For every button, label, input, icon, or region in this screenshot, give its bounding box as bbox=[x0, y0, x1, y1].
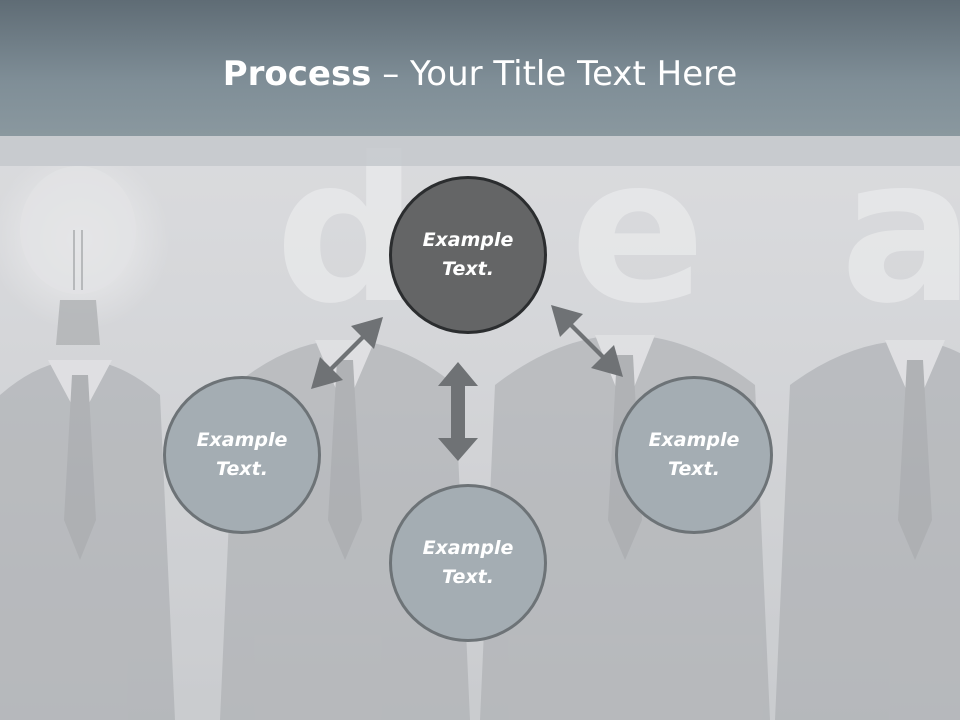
slide-title[interactable]: Process – Your Title Text Here bbox=[0, 52, 960, 96]
title-bar bbox=[0, 0, 960, 136]
slide-title-bold: Process bbox=[222, 54, 372, 94]
process-node-bottom-text: Example Text. bbox=[422, 537, 514, 588]
process-node-bottom[interactable]: Example Text. bbox=[389, 484, 547, 642]
process-node-right-text: Example Text. bbox=[648, 429, 740, 480]
slide-title-rest: – Your Title Text Here bbox=[371, 54, 738, 94]
process-node-center[interactable]: Example Text. bbox=[389, 176, 547, 334]
title-strip bbox=[0, 136, 960, 166]
process-node-center-text: Example Text. bbox=[422, 229, 514, 280]
process-node-left-text: Example Text. bbox=[196, 429, 288, 480]
process-node-right[interactable]: Example Text. bbox=[615, 376, 773, 534]
process-node-left[interactable]: Example Text. bbox=[163, 376, 321, 534]
